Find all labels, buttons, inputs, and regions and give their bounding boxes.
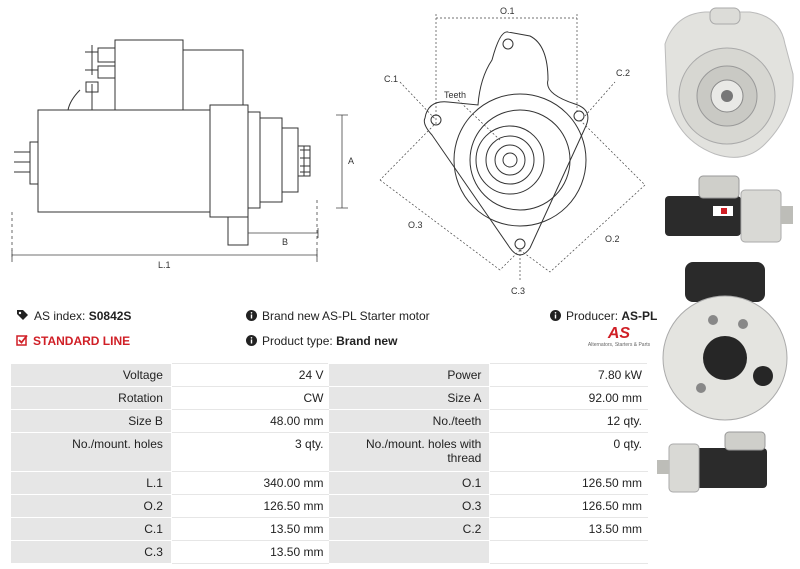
product-photo-front[interactable] bbox=[655, 4, 797, 168]
spec-value: 340.00 mm bbox=[170, 471, 330, 495]
spec-value: 12 qty. bbox=[489, 409, 648, 433]
table-row: Voltage 24 V Power 7.80 kW bbox=[10, 363, 648, 387]
product-type-label: Product type: bbox=[262, 334, 333, 348]
table-row: No./mount. holes 3 qty. No./mount. holes… bbox=[10, 432, 648, 472]
spec-label: Power bbox=[328, 363, 491, 387]
spec-label: C.1 bbox=[10, 517, 172, 541]
side-view-drawing bbox=[14, 39, 311, 246]
table-row: Rotation CW Size A 92.00 mm bbox=[10, 386, 648, 410]
spec-label: Rotation bbox=[10, 386, 172, 410]
as-index-label: AS index: bbox=[34, 309, 86, 323]
spec-label: No./mount. holes with thread bbox=[328, 432, 491, 472]
standard-line-label: STANDARD LINE bbox=[33, 334, 131, 348]
description-row: Brand new AS-PL Starter motor bbox=[246, 309, 430, 324]
product-type-row: Product type: Brand new bbox=[246, 334, 397, 349]
spec-label: Voltage bbox=[10, 363, 172, 387]
spec-value: 126.50 mm bbox=[489, 471, 648, 495]
spec-label: C.2 bbox=[328, 517, 491, 541]
table-row: L.1 340.00 mm O.1 126.50 mm bbox=[10, 471, 648, 495]
spec-label: O.1 bbox=[328, 471, 491, 495]
spec-label: Size B bbox=[10, 409, 172, 433]
info-icon bbox=[246, 334, 257, 349]
spec-value: 126.50 mm bbox=[170, 494, 330, 518]
table-row: O.2 126.50 mm O.3 126.50 mm bbox=[10, 494, 648, 518]
tag-icon bbox=[16, 309, 29, 324]
spec-value: 13.50 mm bbox=[170, 540, 330, 564]
spec-value: CW bbox=[170, 386, 330, 410]
dim-label-teeth: Teeth bbox=[444, 90, 466, 100]
spec-label bbox=[328, 540, 491, 564]
table-row: C.1 13.50 mm C.2 13.50 mm bbox=[10, 517, 648, 541]
spec-value: 13.50 mm bbox=[170, 517, 330, 541]
spec-label: Size A bbox=[328, 386, 491, 410]
dim-label-c3: C.3 bbox=[511, 286, 525, 296]
standard-line-row: STANDARD LINE bbox=[16, 334, 130, 349]
table-row: C.3 13.50 mm bbox=[10, 540, 648, 564]
logo-tagline: Alternators, Starters & Parts bbox=[587, 342, 651, 348]
spec-value: 24 V bbox=[170, 363, 330, 387]
spec-label: C.3 bbox=[10, 540, 172, 564]
front-view-dimensions bbox=[379, 14, 646, 282]
info-icon bbox=[550, 309, 561, 324]
info-icon bbox=[246, 309, 257, 324]
product-photo-side[interactable] bbox=[655, 170, 797, 254]
producer-value: AS-PL bbox=[621, 309, 658, 323]
table-row: Size B 48.00 mm No./teeth 12 qty. bbox=[10, 409, 648, 433]
spec-label: O.2 bbox=[10, 494, 172, 518]
spec-label: No./mount. holes bbox=[10, 432, 172, 472]
dim-label-o1: O.1 bbox=[500, 6, 515, 16]
logo-mark: AS bbox=[607, 325, 631, 342]
product-photo-angle[interactable] bbox=[655, 430, 797, 500]
front-view-drawing bbox=[423, 31, 589, 256]
spec-value: 48.00 mm bbox=[170, 409, 330, 433]
checkbox-checked-icon bbox=[16, 334, 28, 349]
spec-value: 3 qty. bbox=[170, 432, 330, 472]
spec-value: 0 qty. bbox=[489, 432, 648, 472]
as-index-value: S0842S bbox=[88, 309, 132, 323]
as-pl-logo: AS Alternators, Starters & Parts bbox=[584, 326, 654, 349]
spec-value: 92.00 mm bbox=[489, 386, 648, 410]
side-view-dimensions bbox=[11, 114, 348, 262]
spec-label: O.3 bbox=[328, 494, 491, 518]
spec-label: No./teeth bbox=[328, 409, 491, 433]
description-text: Brand new AS-PL Starter motor bbox=[262, 309, 430, 323]
product-type-value: Brand new bbox=[336, 334, 398, 348]
dim-label-o2: O.2 bbox=[605, 234, 620, 244]
dim-label-l1: L.1 bbox=[158, 260, 171, 270]
spec-label: L.1 bbox=[10, 471, 172, 495]
dim-label-a: A bbox=[348, 156, 354, 166]
dim-label-o3: O.3 bbox=[408, 220, 423, 230]
producer-label: Producer: bbox=[566, 309, 619, 323]
spec-value bbox=[489, 540, 648, 564]
spec-table: Voltage 24 V Power 7.80 kW Rotation CW S… bbox=[10, 363, 648, 564]
spec-value: 13.50 mm bbox=[489, 517, 648, 541]
dim-label-c2: C.2 bbox=[616, 68, 630, 78]
spec-value: 126.50 mm bbox=[489, 494, 648, 518]
product-photo-rear[interactable] bbox=[655, 258, 797, 428]
dim-label-b: B bbox=[282, 237, 288, 247]
producer-row: Producer: AS-PL bbox=[550, 309, 657, 324]
spec-value: 7.80 kW bbox=[489, 363, 648, 387]
dim-label-c1: C.1 bbox=[384, 74, 398, 84]
as-index-row: AS index: S0842S bbox=[16, 309, 131, 324]
technical-drawing: L.1 B A O.1 C.1 C.2 Teeth O.3 O.2 C.3 bbox=[11, 6, 646, 296]
